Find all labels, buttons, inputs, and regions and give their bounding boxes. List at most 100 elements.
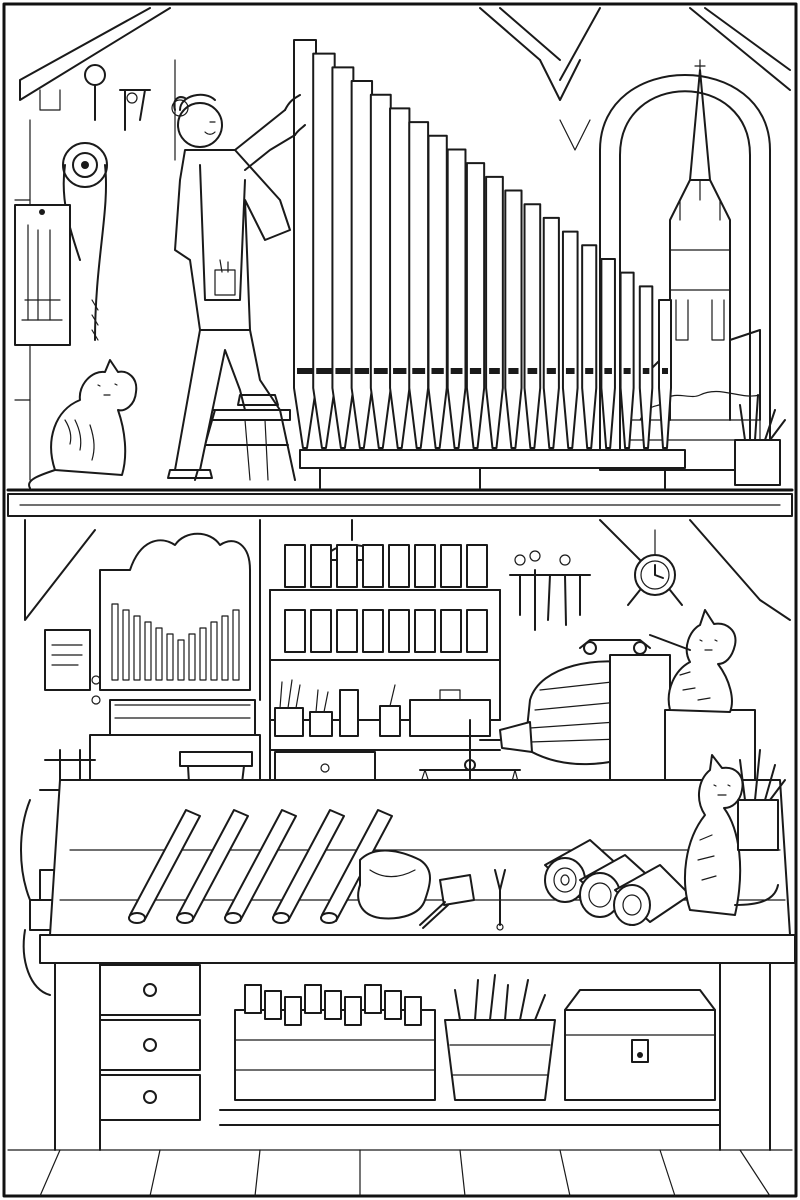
organ-pipe xyxy=(523,203,542,449)
crate-block xyxy=(384,990,402,1020)
pipe-mouth xyxy=(585,368,594,374)
organ-facade-pipe xyxy=(111,603,119,681)
wall-clock xyxy=(627,529,683,606)
pipe-mouth xyxy=(373,368,388,374)
organ-facade-pipe xyxy=(221,615,229,681)
organ-facade-pipe xyxy=(144,621,152,681)
crate-block xyxy=(284,996,302,1026)
tool-cup xyxy=(734,394,786,486)
reed-pipe-end xyxy=(176,912,194,924)
organ-pipe xyxy=(293,39,317,449)
crate-of-blocks xyxy=(234,984,436,1101)
lower-scene xyxy=(7,519,796,1197)
crate-block xyxy=(404,996,422,1026)
pipe-mouth xyxy=(412,368,426,374)
wall-diagram xyxy=(14,204,71,346)
voicing-block xyxy=(284,609,306,653)
brush-cup xyxy=(737,749,786,851)
parts-shelf xyxy=(269,544,501,791)
organ-pipe xyxy=(350,80,374,449)
pipe-mouth xyxy=(623,368,631,374)
pipe-mouth xyxy=(489,368,500,374)
crate-block xyxy=(364,984,382,1014)
voicing-block xyxy=(440,609,462,653)
reed-pipe-end xyxy=(320,912,338,924)
floor-planks xyxy=(7,1149,793,1197)
tuning-fork xyxy=(494,869,506,931)
organ-pipe xyxy=(600,257,616,449)
reed-pipe-end xyxy=(272,912,290,924)
organ-pipe xyxy=(427,134,448,449)
organ-pipe xyxy=(619,271,635,449)
organ-pipe xyxy=(446,148,467,449)
voicing-block xyxy=(284,544,306,588)
organ-pipe xyxy=(485,175,504,449)
crate-block xyxy=(264,990,282,1020)
pipe-mouth xyxy=(508,368,519,374)
voicing-block xyxy=(362,544,384,588)
organ-pipe xyxy=(465,162,486,449)
pipe-mouth xyxy=(354,368,370,374)
roof-rafters xyxy=(19,7,791,151)
voicing-block xyxy=(414,609,436,653)
pipe-mouth xyxy=(335,368,351,374)
pipe-mouth xyxy=(316,368,332,374)
pipe-mouth xyxy=(393,368,407,374)
pipe-mouth xyxy=(527,368,538,374)
organ-pipe xyxy=(331,66,355,449)
crate-block xyxy=(244,984,262,1014)
organ-facade-pipe xyxy=(155,627,163,681)
organ-facade-pipe xyxy=(210,621,218,681)
pipe-mouth xyxy=(662,368,668,374)
pipe-mouth xyxy=(546,368,556,374)
reed-pipe-end xyxy=(224,912,242,924)
organ-pipe xyxy=(389,107,411,449)
crate-block xyxy=(344,996,362,1026)
organ-pipe xyxy=(638,285,654,449)
organ-facade-pipe xyxy=(188,633,196,681)
pipe-mouth xyxy=(604,368,612,374)
organ-pipe xyxy=(542,216,560,449)
floor-beam xyxy=(7,493,793,517)
voicing-block xyxy=(310,544,332,588)
organ-pipe xyxy=(581,244,598,449)
organ-pipe xyxy=(369,93,392,449)
mallet xyxy=(419,874,475,929)
crate-block xyxy=(304,984,322,1014)
organ-facade-pipe xyxy=(122,609,130,681)
voicing-block xyxy=(440,544,462,588)
drawer-cabinet xyxy=(99,964,201,1121)
crate-block xyxy=(324,990,342,1020)
organ-facade-pipe xyxy=(232,609,240,681)
chamber-organ xyxy=(89,532,261,811)
organ-pipe xyxy=(561,230,579,449)
voicing-block xyxy=(336,544,358,588)
storage-chest xyxy=(564,989,716,1101)
pulley-hook xyxy=(62,64,108,341)
voicing-block xyxy=(388,544,410,588)
pipe-mouth xyxy=(297,368,313,374)
voicing-block xyxy=(466,544,488,588)
pipe-bench xyxy=(299,449,686,489)
reed-pipe-end xyxy=(128,912,146,924)
wall-tool-rack xyxy=(509,550,591,631)
pipe-mouth xyxy=(642,368,650,374)
organ-builder xyxy=(167,93,306,479)
reed-pipes xyxy=(128,809,393,924)
bucket-of-dowels xyxy=(444,974,556,1101)
organ-pipe xyxy=(504,189,523,449)
organ-pipe-rank xyxy=(293,39,672,449)
organ-facade-pipe xyxy=(166,633,174,681)
voicing-block xyxy=(414,544,436,588)
wall-note xyxy=(44,629,91,691)
organ-facade-pipe xyxy=(199,627,207,681)
organ-facade-pipe xyxy=(177,639,185,681)
cat-on-floor xyxy=(684,754,779,916)
voicing-block xyxy=(336,609,358,653)
lower-shelf xyxy=(219,1109,721,1126)
leather-cloth xyxy=(357,849,431,920)
voicing-block xyxy=(466,609,488,653)
